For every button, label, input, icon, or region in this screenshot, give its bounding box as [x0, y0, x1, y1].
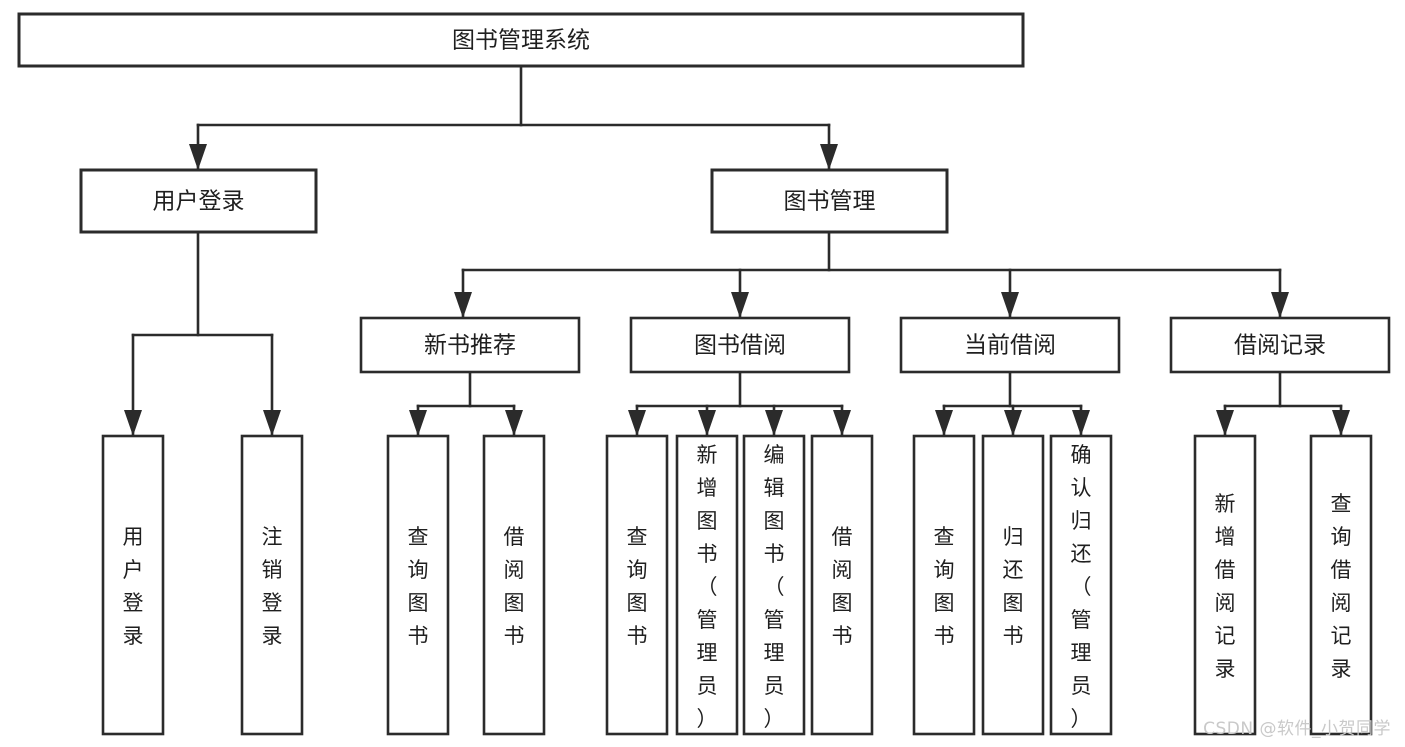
connectors-layer	[124, 64, 1350, 436]
node-label: 图书借阅	[694, 333, 786, 359]
node-box[interactable]	[386, 434, 450, 736]
node-label: 用户登录	[153, 189, 245, 215]
node-label: 编辑图书（管理员）	[764, 443, 785, 731]
node-borrow-records[interactable]: 借阅记录	[1169, 316, 1391, 374]
node-leaf-borrow-book-2[interactable]: 借阅图书	[810, 434, 874, 736]
node-label: 图书管理系统	[452, 28, 590, 54]
node-label: 查询图书	[934, 525, 955, 648]
arrow-to-leaf-borrow-book-1	[505, 410, 523, 436]
node-box[interactable]	[1169, 316, 1391, 374]
node-leaf-query-book-2[interactable]: 查询图书	[605, 434, 669, 736]
arrow-to-leaf-add-record	[1216, 410, 1234, 436]
node-box[interactable]	[742, 434, 806, 736]
node-label: 新书推荐	[424, 333, 516, 359]
node-box[interactable]	[79, 168, 318, 234]
node-leaf-borrow-book-1[interactable]: 借阅图书	[482, 434, 546, 736]
node-leaf-add-record[interactable]: 新增借阅记录	[1193, 434, 1257, 736]
node-box[interactable]	[1193, 434, 1257, 736]
node-book-borrow[interactable]: 图书借阅	[629, 316, 851, 374]
node-box[interactable]	[482, 434, 546, 736]
node-leaf-edit-book[interactable]: 编辑图书（管理员）	[742, 434, 806, 736]
node-leaf-query-record[interactable]: 查询借阅记录	[1309, 434, 1373, 736]
node-box[interactable]	[629, 316, 851, 374]
node-label: 查询图书	[627, 525, 648, 648]
arrow-to-leaf-query-book-3	[935, 410, 953, 436]
node-box[interactable]	[912, 434, 976, 736]
node-book-manage[interactable]: 图书管理	[710, 168, 949, 234]
arrow-to-leaf-return-book	[1004, 410, 1022, 436]
node-user-login[interactable]: 用户登录	[79, 168, 318, 234]
arrow-to-leaf-user-login	[124, 410, 142, 436]
node-label: 用户登录	[123, 525, 144, 648]
node-box[interactable]	[675, 434, 739, 736]
node-label: 查询图书	[408, 525, 429, 648]
node-leaf-confirm-return[interactable]: 确认归还（管理员）	[1049, 434, 1113, 736]
node-new-book-recommend[interactable]: 新书推荐	[359, 316, 581, 374]
node-label: 确认归还（管理员）	[1071, 443, 1092, 731]
node-label: 借阅图书	[504, 525, 525, 648]
node-label: 归还图书	[1003, 525, 1024, 648]
node-leaf-user-login[interactable]: 用户登录	[101, 434, 165, 736]
node-box[interactable]	[605, 434, 669, 736]
nodes-layer: 图书管理系统用户登录用户登录注销登录图书管理新书推荐查询图书借阅图书图书借阅查询…	[17, 12, 1391, 736]
node-box[interactable]	[810, 434, 874, 736]
node-box[interactable]	[101, 434, 165, 736]
arrow-to-leaf-user-logout	[263, 410, 281, 436]
arrow-to-leaf-confirm-return	[1072, 410, 1090, 436]
node-box[interactable]	[710, 168, 949, 234]
node-leaf-query-book-3[interactable]: 查询图书	[912, 434, 976, 736]
arrow-to-user-login	[189, 144, 207, 170]
arrow-to-book-manage	[820, 144, 838, 170]
arrow-to-current-borrow	[1001, 292, 1019, 318]
node-label: 查询借阅记录	[1331, 492, 1352, 681]
node-box[interactable]	[981, 434, 1045, 736]
arrow-to-leaf-query-record	[1332, 410, 1350, 436]
arrow-to-new-book-recommend	[454, 292, 472, 318]
node-box[interactable]	[17, 12, 1025, 68]
node-label: 新增借阅记录	[1215, 492, 1236, 681]
arrow-to-borrow-records	[1271, 292, 1289, 318]
node-label: 图书管理	[784, 189, 876, 215]
node-leaf-user-logout[interactable]: 注销登录	[240, 434, 304, 736]
arrow-to-leaf-edit-book	[765, 410, 783, 436]
arrow-to-book-borrow	[731, 292, 749, 318]
arrow-to-leaf-borrow-book-2	[833, 410, 851, 436]
node-leaf-query-book-1[interactable]: 查询图书	[386, 434, 450, 736]
node-label: 当前借阅	[964, 333, 1056, 359]
node-label: 注销登录	[262, 525, 283, 648]
arrow-to-leaf-query-book-2	[628, 410, 646, 436]
node-box[interactable]	[1309, 434, 1373, 736]
node-label: 借阅记录	[1234, 333, 1326, 359]
node-box[interactable]	[899, 316, 1121, 374]
node-current-borrow[interactable]: 当前借阅	[899, 316, 1121, 374]
arrow-to-leaf-query-book-1	[409, 410, 427, 436]
node-leaf-add-book[interactable]: 新增图书（管理员）	[675, 434, 739, 736]
node-box[interactable]	[1049, 434, 1113, 736]
node-box[interactable]	[359, 316, 581, 374]
node-label: 新增图书（管理员）	[697, 443, 718, 731]
node-box[interactable]	[240, 434, 304, 736]
node-root[interactable]: 图书管理系统	[17, 12, 1025, 68]
node-label: 借阅图书	[832, 525, 853, 648]
node-leaf-return-book[interactable]: 归还图书	[981, 434, 1045, 736]
arrow-to-leaf-add-book	[698, 410, 716, 436]
